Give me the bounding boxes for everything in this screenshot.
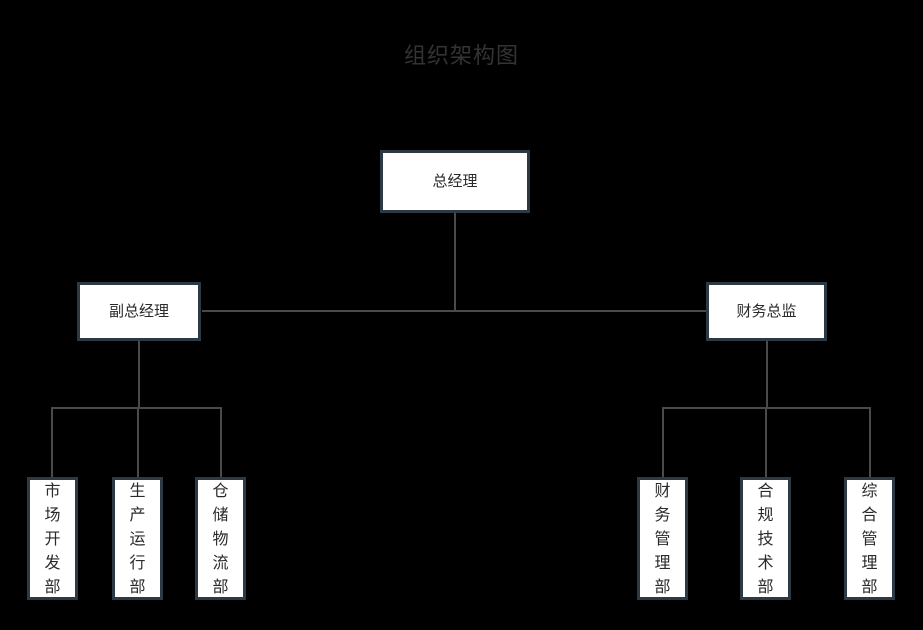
node-general-manager-label: 总经理: [432, 172, 478, 190]
node-general-management-dept-label: 综合管理部: [861, 480, 878, 596]
node-warehouse-logistics-dept-label: 仓储物流部: [212, 480, 229, 596]
connector-left-bus: [51, 407, 222, 409]
node-market-development-dept-label: 市场开发部: [44, 480, 61, 596]
node-finance-director[interactable]: 财务总监: [706, 282, 827, 341]
node-deputy-general-manager[interactable]: 副总经理: [77, 282, 201, 341]
node-production-operations-dept-label: 生产运行部: [129, 480, 146, 596]
connector-right-drop-2: [765, 407, 767, 477]
node-market-development-dept[interactable]: 市场开发部: [27, 477, 78, 600]
node-warehouse-logistics-dept[interactable]: 仓储物流部: [195, 477, 246, 600]
connector-deputy-stem: [138, 341, 140, 408]
node-compliance-technology-dept-label: 合规技术部: [757, 480, 774, 596]
connector-left-drop-2: [137, 407, 139, 477]
node-general-management-dept[interactable]: 综合管理部: [844, 477, 895, 600]
connector-right-drop-3: [869, 407, 871, 477]
node-finance-director-label: 财务总监: [736, 302, 797, 320]
node-financial-management-dept-label: 财务管理部: [654, 480, 671, 596]
connector-right-drop-1: [662, 407, 664, 477]
page-title: 组织架构图: [403, 44, 519, 69]
connector-root-stem: [454, 213, 456, 311]
node-general-manager[interactable]: 总经理: [380, 150, 530, 213]
connector-level2-bus: [202, 310, 706, 312]
node-compliance-technology-dept[interactable]: 合规技术部: [740, 477, 791, 600]
connector-finance-stem: [766, 341, 768, 408]
node-deputy-general-manager-label: 副总经理: [108, 302, 169, 320]
node-production-operations-dept[interactable]: 生产运行部: [112, 477, 163, 600]
node-financial-management-dept[interactable]: 财务管理部: [637, 477, 688, 600]
connector-left-drop-1: [51, 407, 53, 477]
connector-left-drop-3: [220, 407, 222, 477]
